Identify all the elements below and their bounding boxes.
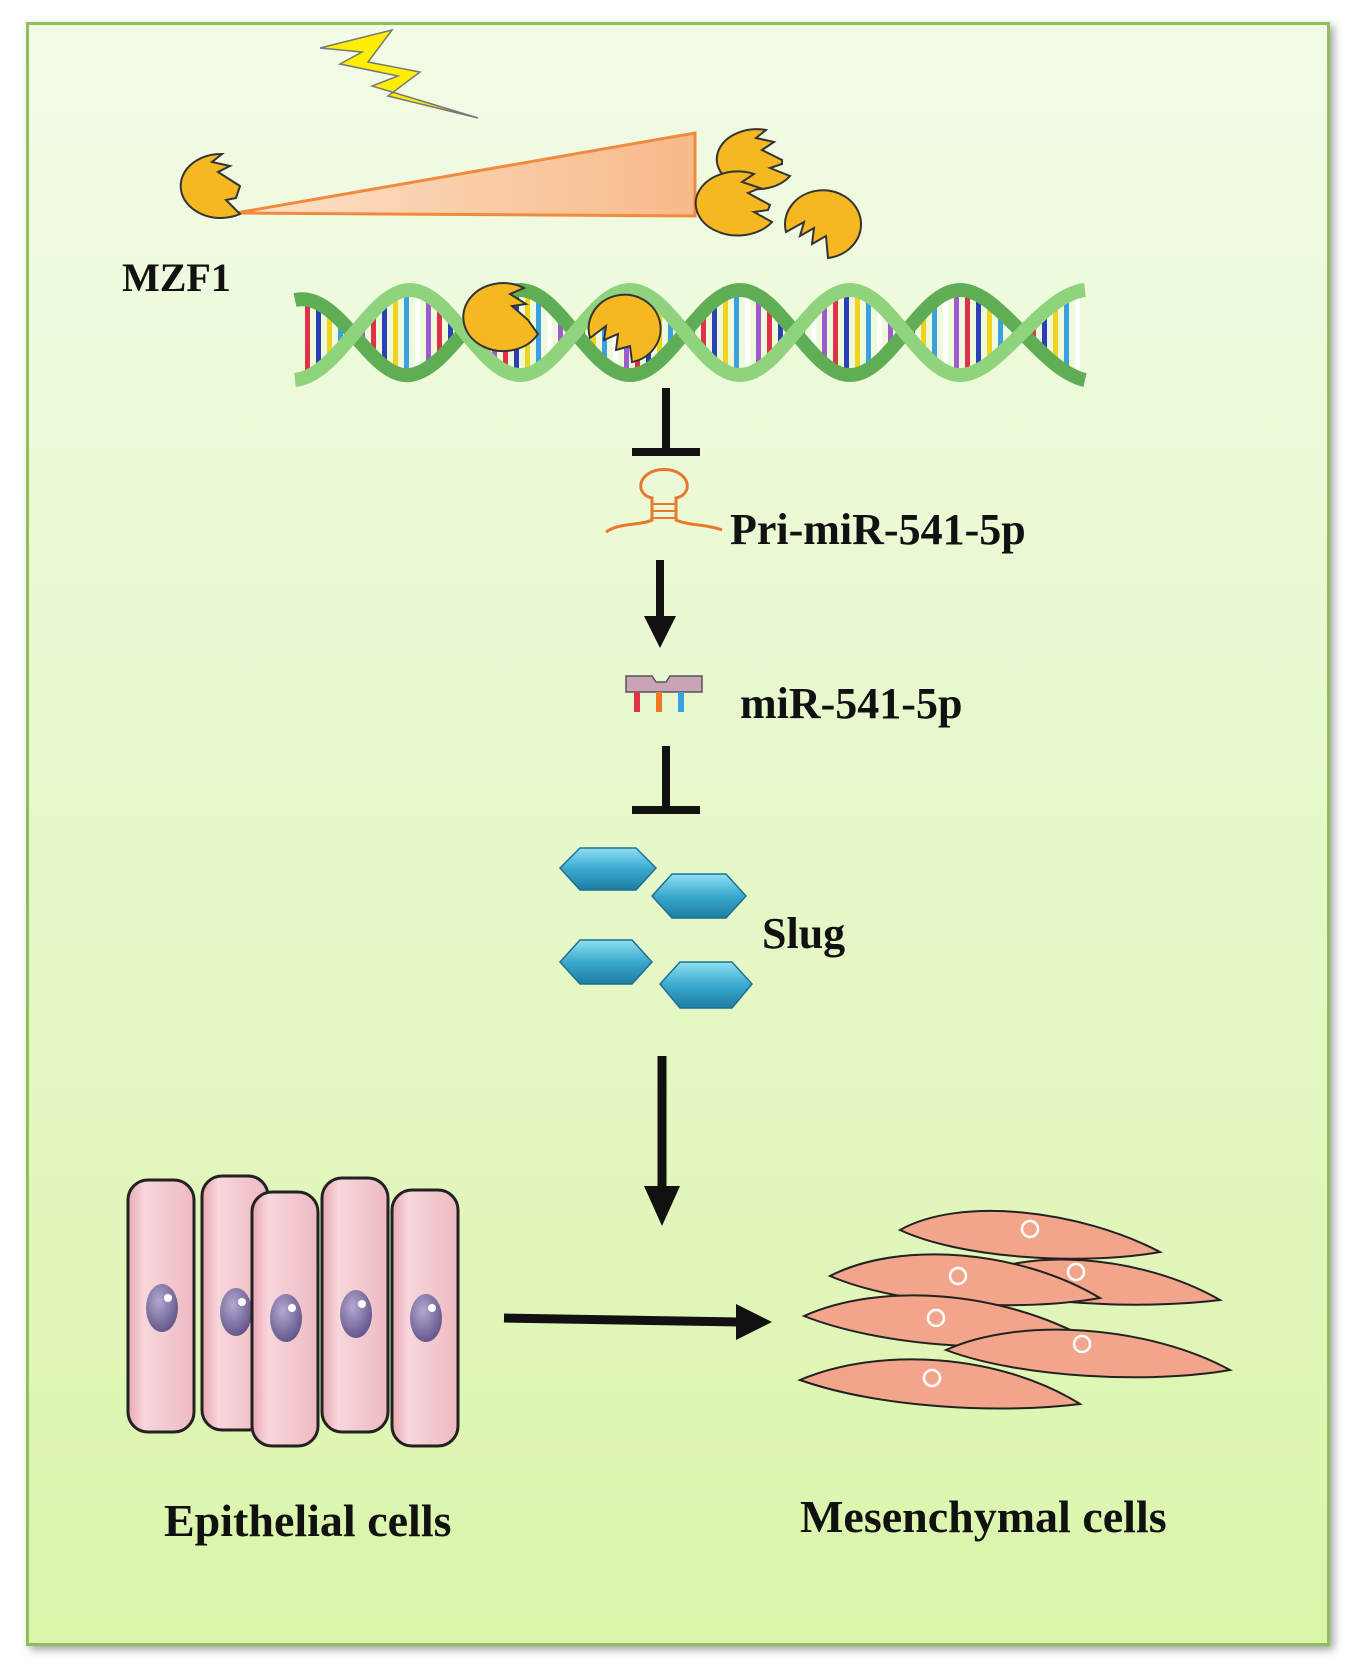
dna-base-pair [404,295,409,371]
dna-base-pair [426,298,431,368]
mzf1-protein-icon [179,152,242,219]
slug-protein-icon [558,939,654,985]
dna-helix-icon [293,282,1088,387]
dna-base-pair [327,304,332,362]
pri-mirna-icon [605,468,723,534]
dna-base-pair [723,298,728,368]
mzf1-dna-bound-icon [462,282,540,353]
dna-base-pair [943,298,948,368]
inhibition-arrow [632,746,700,814]
mzf1-label: MZF1 [122,255,231,300]
dna-base-pair [811,313,816,353]
dna-base-pair [855,295,860,371]
dna-base-pair [1042,305,1047,361]
dna-base-pair [338,313,343,353]
lightning-icon [319,28,479,119]
dna-base-pair [888,313,893,353]
dna-base-pair [844,295,849,371]
dna-base-pair [1031,313,1036,353]
dna-base-pair [921,313,926,353]
dna-base-pair [767,304,772,362]
dna-base-pair [932,305,937,361]
mesenchymal-cells-label: Mesenchymal cells [800,1491,1167,1542]
activation-arrow [644,1056,680,1226]
dna-base-pair [866,298,871,368]
dna-base-pair [756,298,761,368]
dna-base-pair [701,313,706,353]
concentration-wedge [235,131,697,218]
dna-base-pair [976,298,981,368]
dna-base-pair [415,295,420,371]
mature-mirna-label: miR-541-5p [740,679,963,728]
dna-base-pair [1053,298,1058,368]
dna-base-pair [547,304,552,362]
dna-base-pair [316,298,321,368]
dna-base-pair [998,313,1003,353]
dna-base-pair [382,305,387,361]
dna-base-pair [965,295,970,371]
epithelial-cells-label: Epithelial cells [164,1495,452,1546]
mesenchymal-cells-icon [797,1210,1233,1410]
dna-base-pair [778,313,783,353]
dna-base-pair [668,313,673,353]
inhibition-arrow [632,388,700,456]
dna-base-pair [712,305,717,361]
dna-base-pair [833,298,838,368]
dna-base-pair [822,305,827,361]
dna-base-pair [954,295,959,371]
epithelial-cells-icon [126,1174,460,1448]
dna-base-pair [1075,295,1080,371]
pri-mirna-label: Pri-miR-541-5p [730,505,1026,554]
mature-mirna-icon [625,675,703,712]
dna-base-pair [558,313,563,353]
mzf1-dna-bound-icon [587,293,662,364]
dna-base-pair [745,295,750,371]
dna-base-pair [1064,295,1069,371]
activation-arrow [644,560,676,648]
dna-base-pair [448,313,453,353]
dna-base-pair [393,298,398,368]
mzf1-protein-icon [784,189,862,260]
dna-base-pair [877,304,882,362]
dna-base-pair [305,295,310,371]
dna-base-pair [437,304,442,362]
slug-protein-icon [650,873,748,919]
mzf1-protein-icon [694,170,774,237]
slug-protein-icon [558,847,658,891]
slug-label: Slug [762,909,846,958]
dna-base-pair [1009,323,1014,343]
dna-base-pair [734,295,739,371]
transition-arrow [503,1304,772,1340]
dna-base-pair [987,304,992,362]
dna-base-pair [371,313,376,353]
slug-protein-icon [659,961,753,1009]
